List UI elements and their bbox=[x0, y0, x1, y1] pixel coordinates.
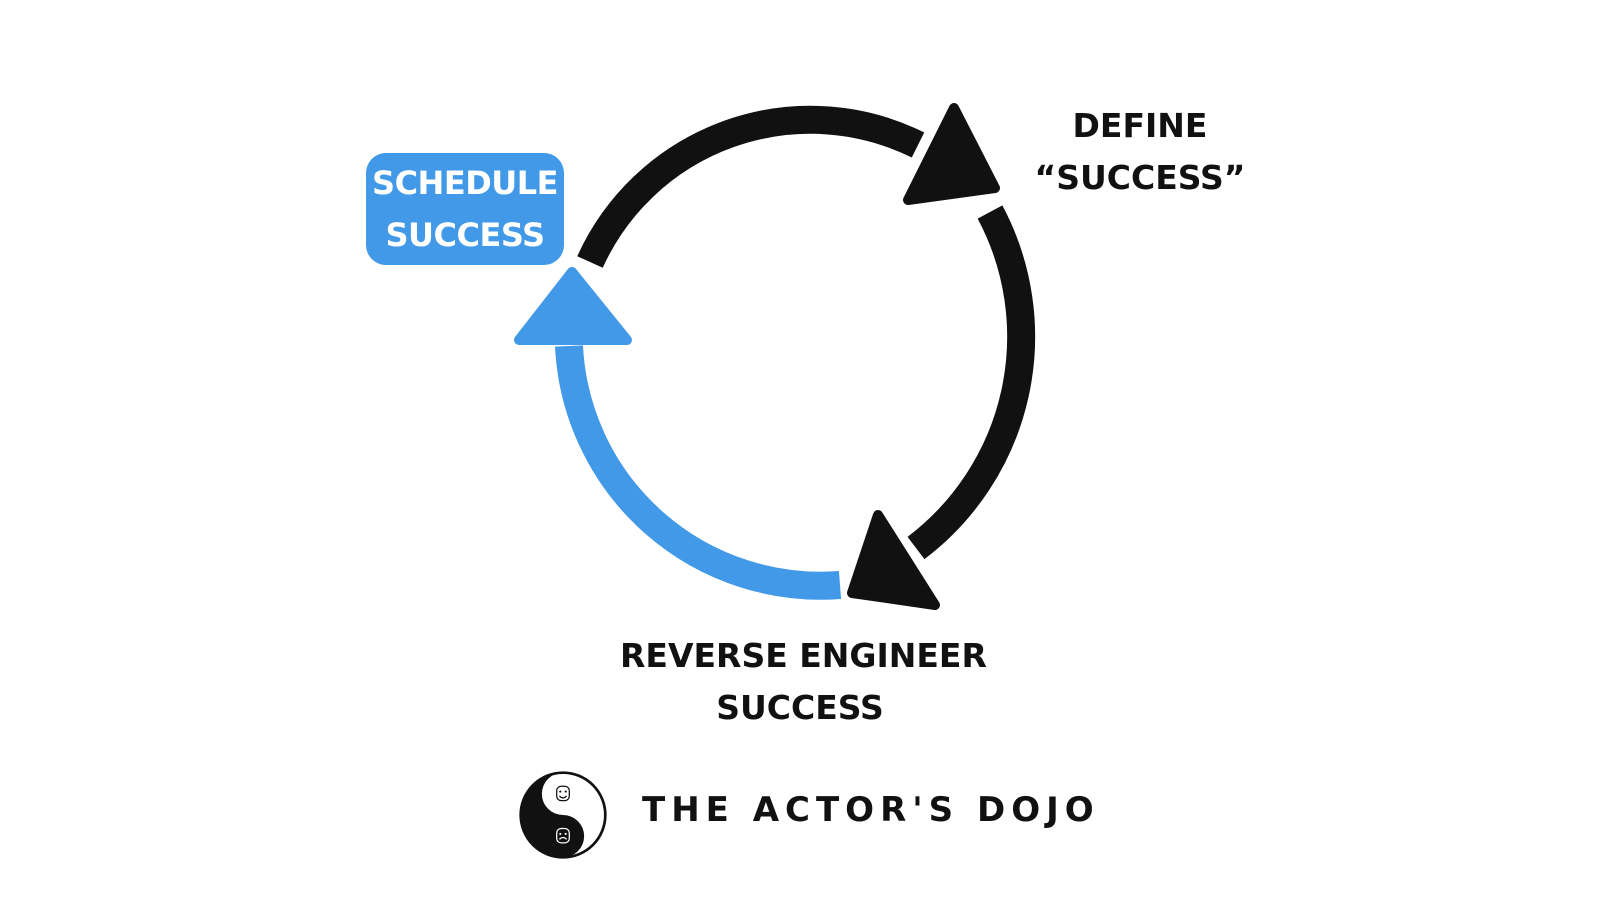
arrowhead-schedule bbox=[514, 267, 632, 345]
reverse-line-1: REVERSE ENGINEER bbox=[620, 636, 987, 675]
arrow-arc-define-to-reverse bbox=[907, 205, 1036, 560]
reverse-line-2: SUCCESS bbox=[716, 688, 884, 727]
brand-name: THE ACTOR'S DOJO bbox=[642, 790, 1100, 830]
schedule-success-box: SCHEDULE SUCCESS bbox=[366, 153, 564, 265]
arrowhead-define bbox=[903, 103, 1000, 205]
define-line-1: DEFINE bbox=[1072, 106, 1208, 145]
arrow-arc-reverse-to-schedule bbox=[555, 345, 842, 600]
schedule-line-1: SCHEDULE bbox=[372, 164, 558, 202]
define-line-2: “SUCCESS” bbox=[1034, 158, 1246, 197]
schedule-line-2: SUCCESS bbox=[385, 216, 545, 254]
arrowhead-reverse bbox=[847, 510, 940, 610]
label-define-success: DEFINE “SUCCESS” bbox=[1020, 100, 1260, 204]
yin-yang-theatre-masks-icon bbox=[519, 771, 607, 859]
arrow-arc-schedule-to-define bbox=[577, 105, 925, 268]
label-reverse-engineer-success: REVERSE ENGINEER SUCCESS bbox=[620, 630, 987, 734]
